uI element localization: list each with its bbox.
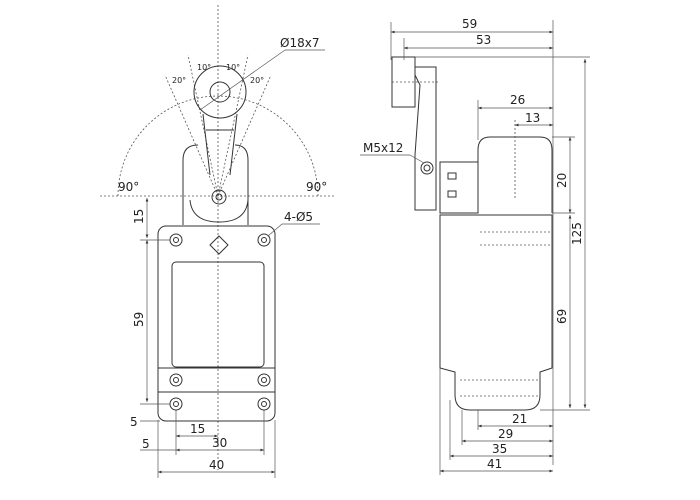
dimension-label: 35: [492, 442, 507, 456]
angle-label: 20°: [172, 76, 186, 85]
dimension-label: 69: [555, 309, 569, 324]
mounting-holes: [169, 233, 271, 411]
dimension-label: 5: [142, 437, 150, 451]
dimension-label: 29: [498, 427, 513, 441]
screw-label: M5x12: [363, 141, 403, 155]
dimension-label: 21: [512, 412, 527, 426]
dimension-label: 41: [487, 457, 502, 471]
holes-label: 4-Ø5: [284, 210, 313, 224]
front-view: Ø18x7 10° 10° 20° 20° 90° 90° 4-Ø5 15 59…: [100, 5, 335, 478]
dimension-label: 5: [130, 415, 138, 429]
angle-label: 90°: [118, 180, 139, 194]
side-view: 59 53 26 13 M5x12 20 125 69 21 29 35 41: [360, 17, 590, 475]
roller-side: [391, 56, 416, 108]
lever-arm: [202, 113, 238, 176]
swing-arc: [117, 95, 319, 197]
dimension-label: 30: [212, 436, 227, 450]
angle-label: 10°: [226, 63, 240, 72]
roller: [193, 65, 247, 119]
angle-label: 10°: [197, 63, 211, 72]
angle-label: 90°: [306, 180, 327, 194]
dimension-label: 40: [209, 458, 224, 472]
dimension-label: 53: [476, 33, 491, 47]
dimension-label: 15: [132, 209, 146, 224]
dimension-label: 15: [190, 422, 205, 436]
angle-label: 20°: [250, 76, 264, 85]
dimension-label: 59: [132, 312, 146, 327]
actuator-head: [182, 144, 249, 225]
dimension-label: 13: [525, 111, 540, 125]
cover-window: [171, 261, 265, 368]
lever-side: [414, 66, 437, 211]
dimension-label: 59: [462, 17, 477, 31]
roller-diameter-label: Ø18x7: [280, 36, 319, 50]
switch-body: [157, 225, 276, 422]
screw: [420, 161, 434, 175]
dimension-label: 20: [555, 173, 569, 188]
switch-body-side: [439, 214, 553, 411]
dimension-label: 26: [510, 93, 525, 107]
dimension-label: 125: [570, 222, 584, 245]
